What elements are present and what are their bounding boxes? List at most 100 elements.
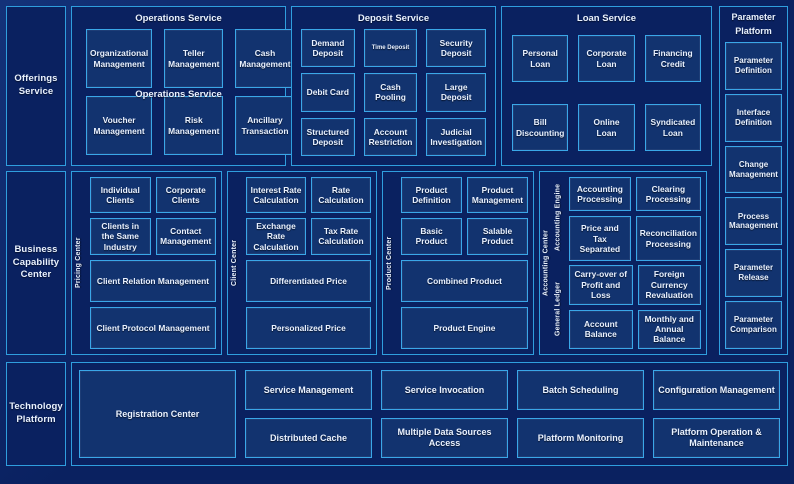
box-bill-discounting[interactable]: Bill Discounting [512,104,569,151]
box-distributed-cache[interactable]: Distributed Cache [245,418,372,458]
box-contact-management[interactable]: Contact Management [155,218,216,255]
box-risk-management[interactable]: Risk Management [164,96,224,155]
box-security-deposit[interactable]: Security Deposit [426,29,486,68]
operations-service-items: Organizational Management Teller Managem… [72,29,295,165]
accounting-engine-items: Accounting Processing Clearing Processin… [564,172,706,263]
tech-column-4: Configuration Management Platform Operat… [653,370,780,458]
box-rate-calculation[interactable]: Rate Calculation [311,177,371,214]
box-demand-deposit[interactable]: Demand Deposit [301,29,355,68]
box-parameter-release[interactable]: Parameter Release [725,249,782,298]
box-parameter-comparison[interactable]: Parameter Comparison [725,301,782,349]
box-exchange-rate-calculation[interactable]: Exchange Rate Calculation [246,218,306,255]
box-interest-rate-calculation[interactable]: Interest Rate Calculation [246,177,306,214]
box-salable-product[interactable]: Salable Product [467,218,528,255]
panel-title-deposit-service: Deposit Service [357,13,430,24]
tech-column-2: Service Invocation Multiple Data Sources… [381,370,508,458]
vlabel-pricing-center: Pricing Center [75,237,82,289]
box-basic-product[interactable]: Basic Product [401,218,462,255]
vlabel-client-center: Client Center [231,239,238,287]
box-personalized-price[interactable]: Personalized Price [246,306,371,349]
box-process-management[interactable]: Process Management [725,197,782,246]
box-financing-credit[interactable]: Financing Credit [644,35,701,82]
row-label-technology-platform: Technology Platform [6,362,66,466]
technology-platform-items: Registration Center Service Management D… [72,363,787,465]
box-service-invocation[interactable]: Service Invocation [381,370,508,410]
box-product-engine[interactable]: Product Engine [401,306,528,349]
technology-platform-row: Technology Platform Registration Center … [6,362,788,466]
box-accounting-processing[interactable]: Accounting Processing [569,177,631,212]
box-account-balance[interactable]: Account Balance [569,309,633,349]
box-ancillary-transaction[interactable]: Ancillary Transaction [235,96,295,155]
box-large-deposit[interactable]: Large Deposit [426,73,486,112]
box-service-management[interactable]: Service Management [245,370,372,410]
deposit-service-items: Demand Deposit Time Deposit Security Dep… [292,29,495,165]
box-foreign-currency-revaluation[interactable]: Foreign Currency Revaluation [637,265,701,305]
box-client-relation-management[interactable]: Client Relation Management [90,259,216,302]
tech-column-3: Batch Scheduling Platform Monitoring [517,370,644,458]
vlabel-accounting-center: Accounting Center [542,230,550,297]
box-multiple-data-sources-access[interactable]: Multiple Data Sources Access [381,418,508,458]
box-voucher-management[interactable]: Voucher Management [86,96,153,155]
panel-product-center: Product Center Product Definition Produc… [382,171,534,355]
box-structured-deposit[interactable]: Structured Deposit [301,117,355,156]
box-platform-operation-and-maintenance[interactable]: Platform Operation & Maintenance [653,418,780,458]
box-interface-definition[interactable]: Interface Definition [725,93,782,142]
box-time-deposit[interactable]: Time Deposit [363,29,418,68]
box-reconciliation-processing[interactable]: Reconciliation Processing [635,216,701,261]
row-label-business-capability-center: Business Capability Center [6,171,66,355]
box-combined-product[interactable]: Combined Product [401,259,528,302]
panel-accounting-center: Accounting Center Accounting Engine Acco… [539,171,707,355]
panel-title-loan-service: Loan Service [576,13,637,24]
box-carry-over-of-profit-and-loss[interactable]: Carry-over of Profit and Loss [569,265,633,305]
box-corporate-clients[interactable]: Corporate Clients [155,177,216,214]
panel-deposit-service: Deposit Service Demand Deposit Time Depo… [291,6,496,166]
box-platform-monitoring[interactable]: Platform Monitoring [517,418,644,458]
row-label-offerings-service: Offerings Service [6,6,66,166]
box-batch-scheduling[interactable]: Batch Scheduling [517,370,644,410]
panel-technology-platform: Registration Center Service Management D… [71,362,788,466]
parameter-platform-rail: Parameter Platform Parameter Definition … [719,6,788,355]
panel-loan-service: Loan Service Personal Loan Corporate Loa… [501,6,712,166]
box-registration-center[interactable]: Registration Center [79,370,236,458]
box-price-and-tax-separated[interactable]: Price and Tax Separated [569,216,631,261]
general-ledger-items: Carry-over of Profit and Loss Foreign Cu… [564,263,706,354]
pricing-center-items: Individual Clients Corporate Clients Cli… [85,172,221,354]
box-configuration-management[interactable]: Configuration Management [653,370,780,410]
box-cash-pooling[interactable]: Cash Pooling [363,73,418,112]
panel-operations-service: Operations Service Organizational Manage… [71,6,295,166]
box-change-management[interactable]: Change Management [725,145,782,194]
box-product-management[interactable]: Product Management [467,177,528,214]
box-client-protocol-management[interactable]: Client Protocol Management [90,306,216,349]
loan-service-items: Personal Loan Corporate Loan Financing C… [502,29,711,165]
panel-title-operations-service: Operations Service [135,13,222,24]
box-corporate-loan[interactable]: Corporate Loan [578,35,635,82]
vlabel-accounting-engine: Accounting Engine [554,183,562,252]
box-clients-in-the-same-industry[interactable]: Clients in the Same Industry [90,218,151,255]
box-organizational-management[interactable]: Organizational Management [86,29,153,88]
box-parameter-definition[interactable]: Parameter Definition [725,42,782,90]
vlabel-general-ledger: General Ledger [554,281,562,336]
registration-center-wrapper: Registration Center [79,370,236,458]
offerings-service-row: Offerings Service Operations Service Org… [6,6,714,166]
panel-pricing-center: Pricing Center Individual Clients Corpor… [71,171,222,355]
box-teller-management[interactable]: Teller Management [164,29,224,88]
box-account-restriction[interactable]: Account Restriction [363,117,418,156]
box-individual-clients[interactable]: Individual Clients [90,177,151,214]
box-product-definition[interactable]: Product Definition [401,177,462,214]
client-center-items: Interest Rate Calculation Rate Calculati… [241,172,376,354]
box-online-loan[interactable]: Online Loan [578,104,635,151]
box-monthly-and-annual-balance[interactable]: Monthly and Annual Balance [637,309,701,349]
rail-title-parameter-platform: Parameter Platform [731,12,776,36]
box-clearing-processing[interactable]: Clearing Processing [635,177,701,212]
business-capability-row: Business Capability Center Pricing Cente… [6,171,714,355]
box-syndicated-loan[interactable]: Syndicated Loan [644,104,701,151]
box-cash-management[interactable]: Cash Management [235,29,295,88]
vlabel-product-center: Product Center [386,236,393,290]
box-debit-card[interactable]: Debit Card [301,73,355,112]
box-differentiated-price[interactable]: Differentiated Price [246,259,371,302]
box-tax-rate-calculation[interactable]: Tax Rate Calculation [311,218,371,255]
box-personal-loan[interactable]: Personal Loan [512,35,569,82]
tech-column-1: Service Management Distributed Cache [245,370,372,458]
box-judicial-investigation[interactable]: Judicial Investigation [426,117,486,156]
